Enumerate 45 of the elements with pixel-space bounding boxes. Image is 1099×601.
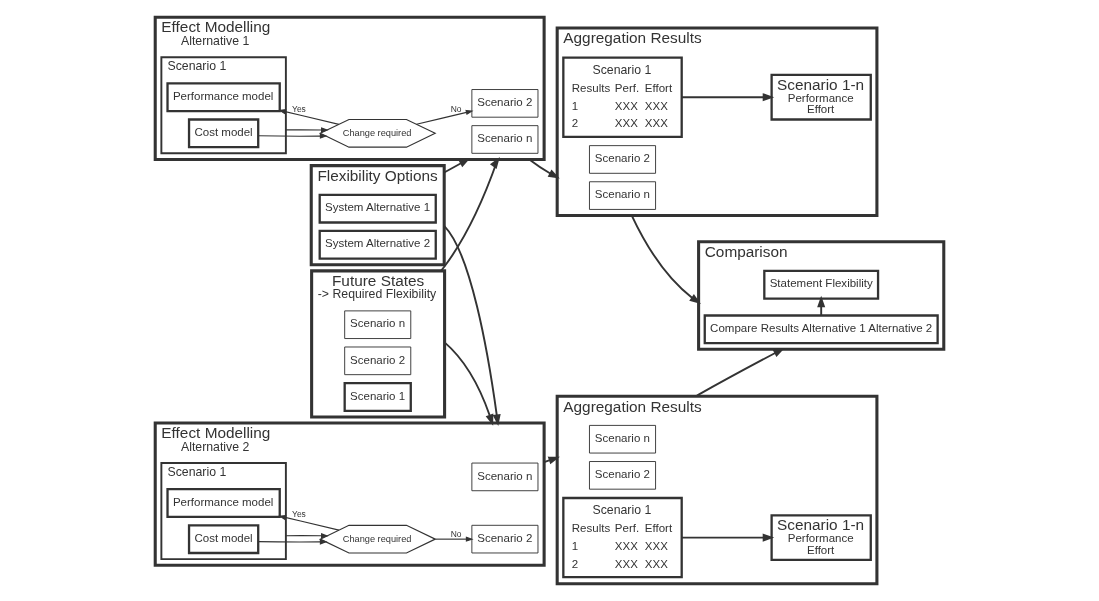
arrow (443, 225, 501, 426)
arrow (278, 514, 340, 531)
node-box: Scenario 1-n Performance Effort (770, 514, 872, 562)
node-box: Performance model (166, 82, 281, 113)
arrow (694, 347, 785, 398)
edge-label: Yes (292, 509, 306, 520)
arrow (415, 109, 474, 125)
node-box: Scenario 1 Results Perf. Effort 1 XXX XXX 2 XXX XXX (562, 56, 683, 138)
arrow (630, 214, 701, 305)
arrow (680, 93, 775, 102)
node-box: Scenario n (344, 310, 412, 339)
arrow (817, 295, 826, 317)
node-box: Scenario n (471, 125, 539, 154)
node-box: System Alternative 1 (318, 193, 437, 224)
node-box: System Alternative 2 (318, 229, 437, 260)
node-box: Statement Flexibility (763, 269, 880, 300)
arrow (257, 133, 328, 139)
arrow (443, 158, 471, 174)
node-box: Scenario n (471, 462, 539, 492)
node-box: Scenario 1 (343, 381, 412, 412)
node-box: Compare Results Alternative 1 Alternative 2 (703, 314, 939, 345)
arrow (680, 533, 775, 542)
arrow (285, 127, 329, 133)
arrow (528, 158, 560, 179)
node-box: Scenario 1 Results Perf. Effort 1 XXX XXX 2 XXX XXX (562, 496, 683, 579)
node-box: Scenario 2 (471, 524, 539, 554)
node-box: Scenario 2 (471, 89, 539, 118)
node-box: Performance model (166, 488, 281, 518)
edge-label: Yes (292, 104, 306, 115)
edge-label: No (450, 103, 462, 114)
node-box: Cost model (187, 524, 260, 555)
node-box: Scenario n (589, 181, 656, 210)
node-box: Scenario 2 (344, 346, 412, 376)
arrow (285, 533, 329, 539)
arrow (434, 536, 474, 542)
arrow (278, 109, 340, 125)
arrow (440, 157, 500, 272)
node-box: Scenario 2 (589, 145, 656, 174)
arrow (257, 539, 328, 545)
arrow (443, 341, 494, 426)
edge-label: No (450, 528, 462, 539)
node-box: Scenario 2 (589, 461, 656, 490)
node-box: Cost model (187, 118, 260, 149)
node-box: Scenario 1-n Performance Effort (770, 73, 872, 121)
node-box: Scenario n (589, 424, 656, 454)
